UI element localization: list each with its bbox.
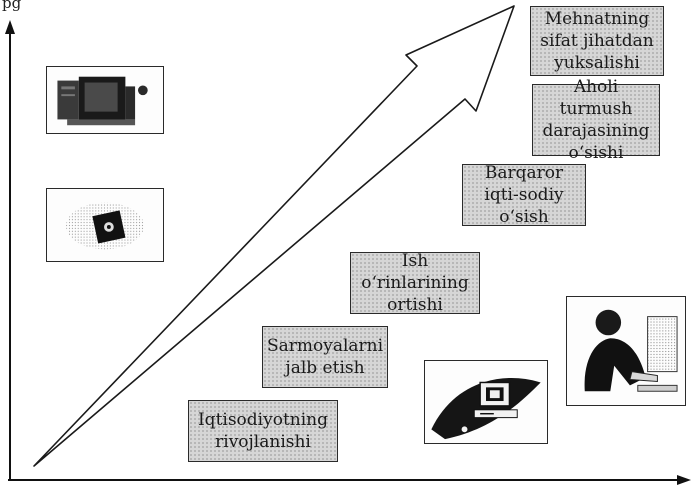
step-box-labor-quality: Mehnatning sifat jihatdan yuksalishi (530, 6, 664, 76)
page-marker: pg (2, 0, 22, 12)
step-label: Ish o‘rinlarining ortishi (361, 251, 469, 315)
computer-hardware-picture (46, 66, 164, 134)
step-box-living-standards: Aholi turmush darajasining o‘sishi (532, 77, 660, 163)
step-label: Iqtisodiyotning rivojlanishi (197, 410, 329, 452)
step-box-attracting-investment: Sarmoyalarni jalb etish (262, 326, 388, 388)
step-box-economic-development: Iqtisodiyotning rivojlanishi (188, 400, 338, 462)
person-at-computer-icon (584, 309, 678, 392)
step-label: Barqaror iqti-sodiy o‘sish (484, 163, 564, 227)
step-label: Sarmoyalarni jalb etish (266, 336, 384, 378)
computer-hardware-icon (57, 76, 148, 126)
y-axis-arrowhead (5, 20, 15, 34)
step-label: Aholi turmush darajasining o‘sishi (542, 77, 650, 163)
step-label: Mehnatning sifat jihatdan yuksalishi (540, 9, 654, 73)
step-box-jobs-growth: Ish o‘rinlarining ortishi (350, 251, 480, 315)
floppy-disk-icon (66, 202, 144, 250)
person-at-computer-picture (566, 296, 686, 406)
computer-workstation-picture (424, 360, 548, 444)
growth-arrow (33, 5, 515, 467)
step-box-stable-growth: Barqaror iqti-sodiy o‘sish (462, 163, 586, 227)
floppy-disk-picture (46, 188, 164, 262)
computer-workstation-icon (431, 377, 541, 440)
x-axis-arrowhead (677, 475, 691, 485)
